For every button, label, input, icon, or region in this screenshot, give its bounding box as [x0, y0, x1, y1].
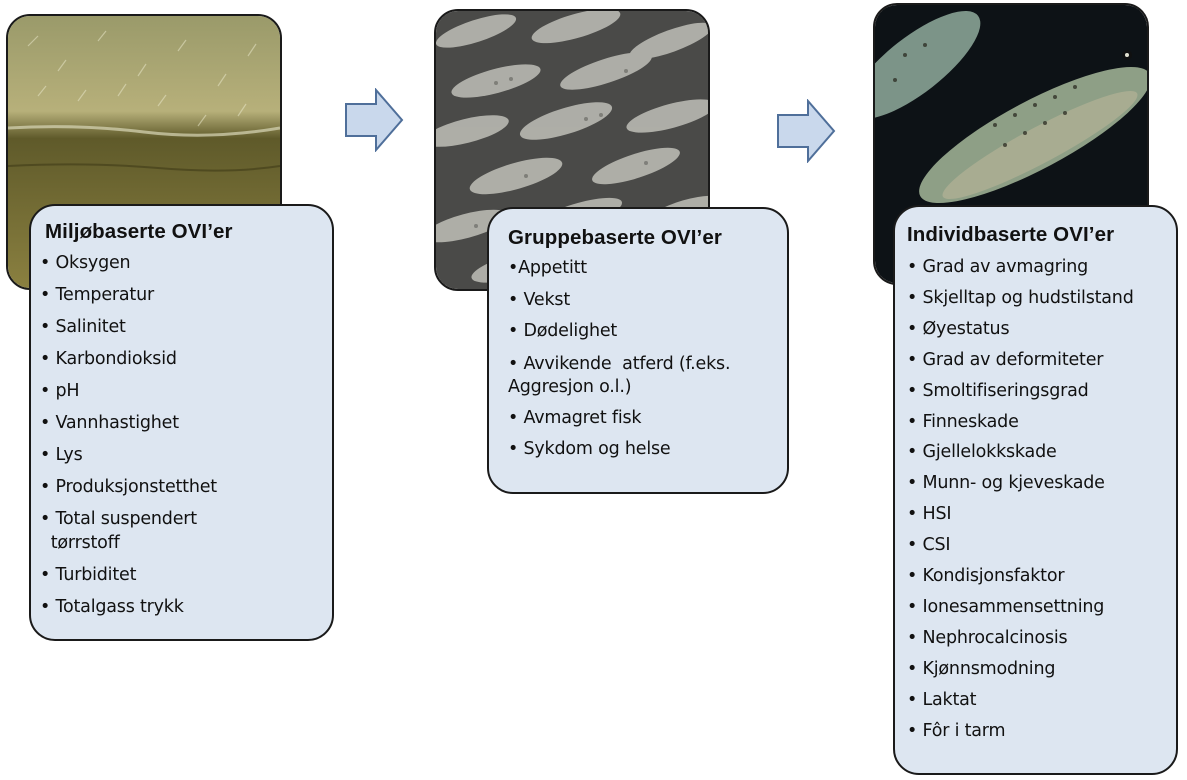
list-item: • Totalgass trykk — [40, 597, 184, 617]
right-arrow-icon — [776, 99, 836, 163]
list-item: • Dødelighet — [508, 321, 618, 341]
list-item: • Finneskade — [907, 411, 1019, 432]
list-item: • Ionesammensettning — [907, 596, 1105, 617]
list-item: • Nephrocalcinosis — [907, 627, 1068, 648]
list-item: • Munn- og kjeveskade — [907, 473, 1105, 494]
list-item: • Smoltifiseringsgrad — [907, 380, 1089, 401]
list-item: • CSI — [907, 535, 951, 556]
list-item: • Gjellelokkskade — [907, 442, 1057, 463]
card-title: Miljøbaserte OVI’er — [45, 220, 233, 243]
list-item: • Øyestatus — [907, 318, 1010, 339]
individual-ovi-card: Individbaserte OVI’er • Grad av avmagrin… — [893, 205, 1178, 775]
list-item: • Karbondioksid — [40, 349, 177, 369]
list-item: • Skjelltap og hudstilstand — [907, 287, 1134, 308]
environment-ovi-card: Miljøbaserte OVI’er • Oksygen • Temperat… — [29, 204, 334, 641]
list-item: • Total suspendert tørrstoff — [40, 509, 197, 553]
list-item: • Produksjonstetthet — [40, 477, 217, 497]
card-title: Individbaserte OVI’er — [907, 223, 1115, 246]
list-item: • Avmagret fisk — [508, 407, 642, 428]
right-arrow-icon — [344, 88, 404, 152]
list-item: •Appetitt — [508, 258, 587, 278]
list-item: • Kjønnsmodning — [907, 658, 1056, 679]
card-title: Gruppebaserte OVI’er — [508, 226, 722, 249]
list-item: • pH — [40, 381, 80, 401]
indicator-list: • Grad av avmagring • Skjelltap og hudst… — [907, 252, 1176, 747]
list-item: • Salinitet — [40, 317, 126, 337]
list-item: • Kondisjonsfaktor — [907, 566, 1065, 587]
list-item: • Grad av avmagring — [907, 257, 1089, 277]
list-item: • Lys — [40, 445, 83, 465]
indicator-list: •Appetitt • Vekst • Dødelighet • Avviken… — [508, 253, 787, 466]
list-item: • Avvikende atferd (f.eks. Aggresjon o.l… — [508, 353, 731, 397]
list-item: • Vekst — [508, 289, 570, 310]
list-item: • HSI — [907, 504, 952, 525]
indicator-list: • Oksygen • Temperatur • Salinitet • Kar… — [40, 247, 332, 623]
list-item: • Grad av deformiteter — [907, 349, 1104, 370]
list-item: • Vannhastighet — [40, 413, 179, 433]
list-item: • Temperatur — [40, 285, 154, 305]
list-item: • Laktat — [907, 689, 977, 710]
list-item: • Fôr i tarm — [907, 720, 1006, 741]
list-item: • Sykdom og helse — [508, 439, 671, 459]
group-ovi-card: Gruppebaserte OVI’er •Appetitt • Vekst •… — [487, 207, 789, 494]
list-item: • Oksygen — [40, 253, 131, 273]
list-item: • Turbiditet — [40, 565, 137, 585]
